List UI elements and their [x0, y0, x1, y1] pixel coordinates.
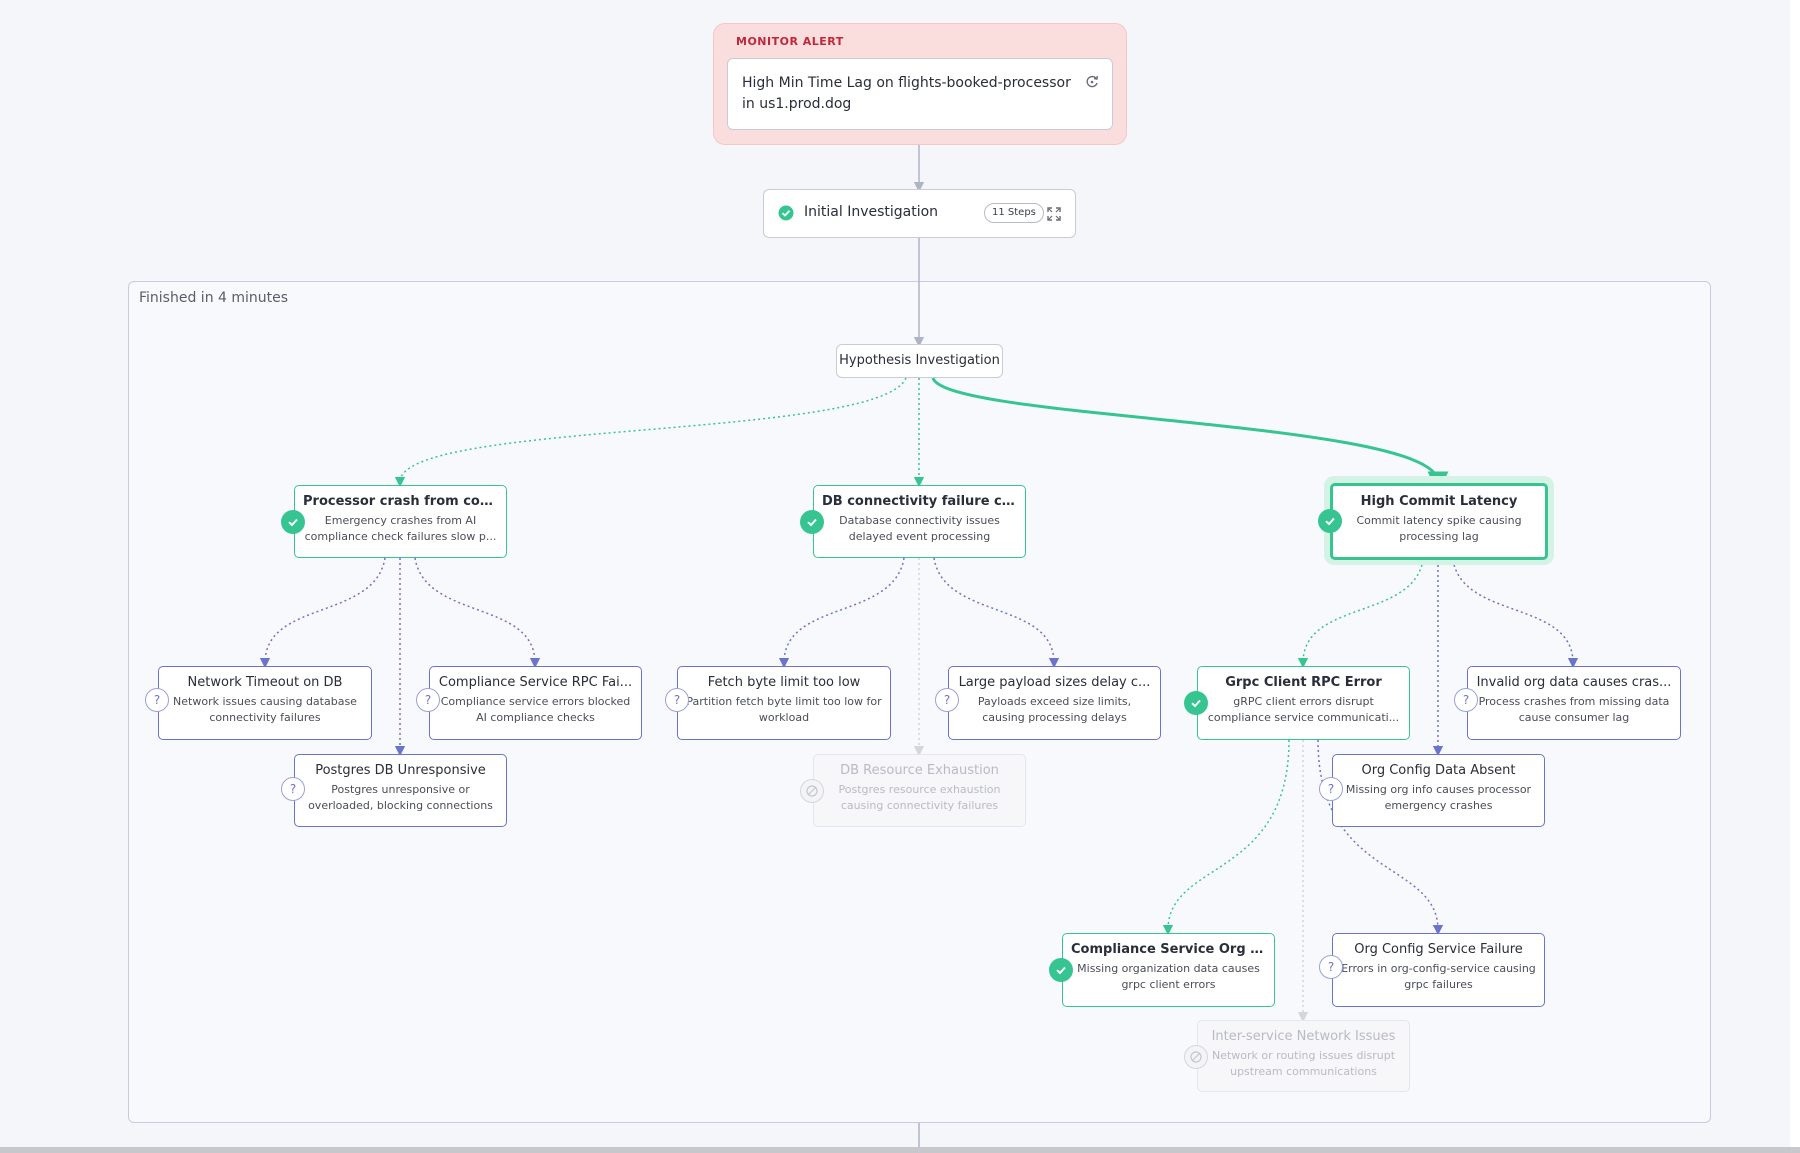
initial-investigation-card[interactable]: Initial Investigation 11 Steps	[763, 189, 1076, 238]
question-icon: ?	[1319, 955, 1343, 979]
hypothesis-investigation-node[interactable]: Hypothesis Investigation	[836, 344, 1003, 378]
node-title: High Commit Latency	[1360, 494, 1518, 509]
node-postgres-unresponsive[interactable]: Postgres DB Unresponsive Postgres unresp…	[294, 754, 507, 827]
node-description: Process crashes from missing data cause …	[1478, 695, 1670, 724]
node-inter-service-network[interactable]: Inter-service Network Issues Network or …	[1197, 1020, 1410, 1092]
question-icon: ?	[665, 688, 689, 712]
node-grpc-client-rpc[interactable]: Grpc Client RPC Error gRPC client errors…	[1197, 666, 1410, 740]
validated-check-icon	[1318, 509, 1342, 533]
node-description: Compliance service errors blocked AI com…	[440, 695, 631, 724]
validated-check-icon	[1184, 691, 1208, 715]
monitor-alert-label: MONITOR ALERT	[736, 35, 844, 48]
node-large-payload[interactable]: Large payload sizes delay c... Payloads …	[948, 666, 1161, 740]
question-icon: ?	[1319, 777, 1343, 801]
node-description: Postgres unresponsive or overloaded, blo…	[308, 783, 493, 812]
steps-count-badge: 11 Steps	[984, 203, 1044, 223]
node-title: Fetch byte limit too low	[707, 675, 861, 690]
ruled-out-icon	[800, 779, 824, 803]
node-description: Postgres resource exhaustion causing con…	[838, 783, 1001, 812]
node-description: Database connectivity issues delayed eve…	[839, 514, 1000, 543]
monitor-alert-panel: MONITOR ALERT High Min Time Lag on fligh…	[713, 23, 1127, 145]
question-icon: ?	[1454, 688, 1478, 712]
node-title: Inter-service Network Issues	[1211, 1029, 1396, 1044]
node-invalid-org-data[interactable]: Invalid org data causes cras... Process …	[1467, 666, 1681, 740]
question-icon: ?	[416, 688, 440, 712]
node-title: Org Config Data Absent	[1361, 763, 1516, 778]
node-title: Postgres DB Unresponsive	[315, 763, 486, 778]
validated-check-icon	[281, 510, 305, 534]
question-icon: ?	[281, 777, 305, 801]
horizontal-scrollbar[interactable]	[0, 1147, 1800, 1153]
validated-check-icon	[800, 510, 824, 534]
monitor-alert-card[interactable]: High Min Time Lag on flights-booked-proc…	[727, 58, 1113, 130]
expand-icon[interactable]	[1047, 206, 1061, 225]
validated-check-icon	[1049, 958, 1073, 982]
initial-investigation-title: Initial Investigation	[804, 204, 939, 220]
node-title: Network Timeout on DB	[187, 675, 343, 690]
node-title: Compliance Service Org D...	[1071, 942, 1266, 957]
node-db-connectivity[interactable]: DB connectivity failure ca... Database c…	[813, 485, 1026, 558]
node-description: Network issues causing database connecti…	[173, 695, 357, 724]
node-title: Grpc Client RPC Error	[1225, 675, 1382, 690]
node-description: Errors in org-config-service causing grp…	[1341, 962, 1536, 991]
refresh-icon[interactable]	[1084, 74, 1100, 90]
node-title: Invalid org data causes cras...	[1476, 675, 1672, 690]
node-fetch-byte-limit[interactable]: Fetch byte limit too low Partition fetch…	[677, 666, 891, 740]
node-processor-crash[interactable]: Processor crash from com... Emergency cr…	[294, 485, 507, 558]
node-db-resource-exhaustion[interactable]: DB Resource Exhaustion Postgres resource…	[813, 754, 1026, 827]
node-compliance-org-data[interactable]: Compliance Service Org D... Missing orga…	[1062, 933, 1275, 1007]
node-network-timeout[interactable]: Network Timeout on DB Network issues cau…	[158, 666, 372, 740]
node-compliance-rpc[interactable]: Compliance Service RPC Fai... Compliance…	[429, 666, 642, 740]
node-description: Partition fetch byte limit too low for w…	[686, 695, 882, 724]
node-description: Emergency crashes from AI compliance che…	[304, 514, 497, 543]
node-org-config-service-failure[interactable]: Org Config Service Failure Errors in org…	[1332, 933, 1545, 1007]
node-description: Commit latency spike causing processing …	[1356, 514, 1522, 543]
node-title: DB connectivity failure ca...	[822, 494, 1017, 509]
monitor-alert-title: High Min Time Lag on flights-booked-proc…	[742, 75, 1071, 112]
group-duration-label: Finished in 4 minutes	[139, 290, 289, 306]
ruled-out-icon	[1184, 1045, 1208, 1069]
node-description: Missing organization data causes grpc cl…	[1077, 962, 1260, 991]
node-title: Compliance Service RPC Fai...	[438, 675, 633, 690]
window-edge	[1790, 0, 1800, 1153]
node-high-commit-latency[interactable]: High Commit Latency Commit latency spike…	[1330, 483, 1548, 560]
node-description: gRPC client errors disrupt compliance se…	[1207, 695, 1400, 724]
question-icon: ?	[935, 688, 959, 712]
node-description: Network or routing issues disrupt upstre…	[1211, 1049, 1396, 1078]
check-circle-icon	[778, 205, 794, 225]
node-description: Missing org info causes processor emerge…	[1345, 783, 1532, 812]
node-org-config-absent[interactable]: Org Config Data Absent Missing org info …	[1332, 754, 1545, 827]
node-title: Org Config Service Failure	[1354, 942, 1523, 957]
question-icon: ?	[145, 688, 169, 712]
node-title: DB Resource Exhaustion	[840, 763, 999, 778]
node-description: Payloads exceed size limits, causing pro…	[977, 695, 1132, 724]
node-title: Processor crash from com...	[303, 494, 498, 509]
node-title: Large payload sizes delay c...	[958, 675, 1151, 690]
